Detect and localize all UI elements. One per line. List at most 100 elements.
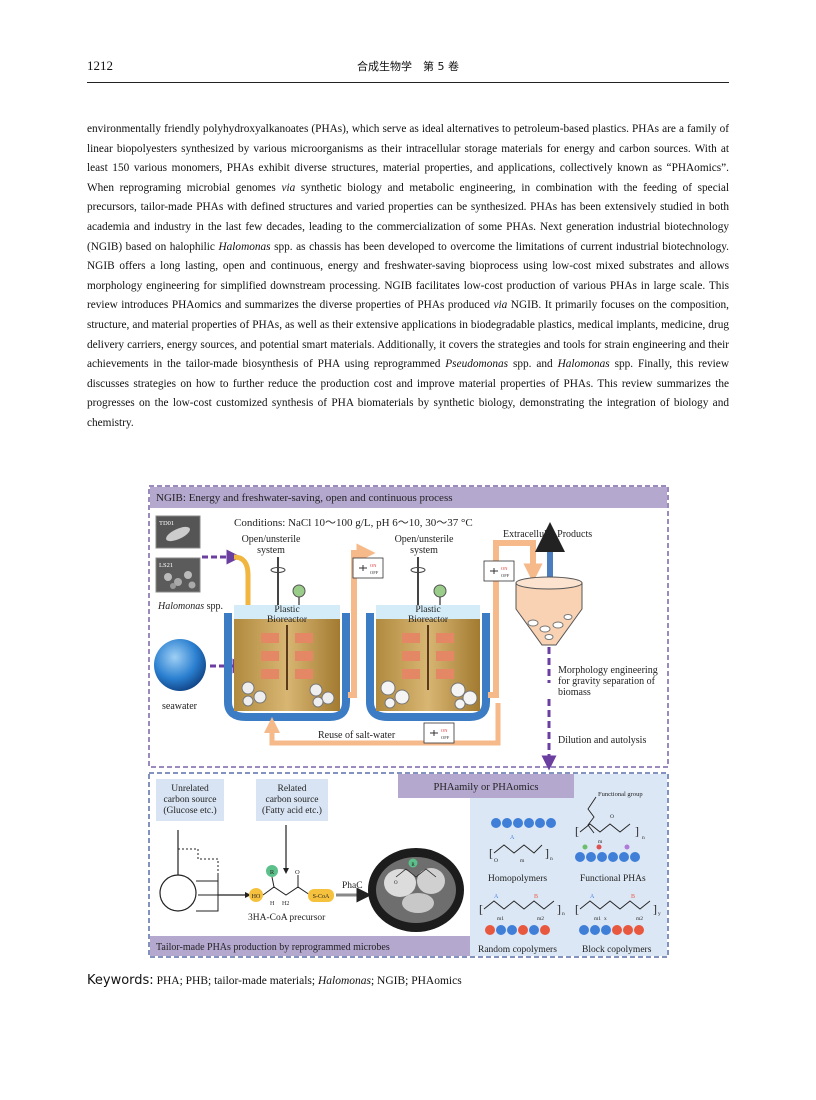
unrelated-line1: Unrelated bbox=[171, 784, 209, 794]
reactor1-bioreactor-label: Bioreactor bbox=[267, 615, 308, 625]
page-header: 1212 合成生物学 第 5 卷 bbox=[87, 56, 729, 83]
svg-text:]: ] bbox=[557, 902, 561, 916]
reuse-saltwater-label: Reuse of salt-water bbox=[318, 730, 396, 741]
abstract-text: environmentally friendly polyhydroxyalka… bbox=[87, 120, 729, 434]
homopolymer-m-label: m bbox=[520, 858, 525, 864]
precursor-scoa-label: S-CoA bbox=[313, 894, 330, 900]
precursor-o-label: O bbox=[295, 869, 300, 876]
abstract-run: synthetic biology and metabolic engineer… bbox=[87, 181, 729, 253]
keyword-run: Halomonas bbox=[317, 975, 371, 987]
svg-text:]: ] bbox=[545, 846, 549, 860]
keyword-run: ; NGIB; PHAomics bbox=[370, 975, 462, 987]
journal-title: 合成生物学 第 5 卷 bbox=[357, 60, 459, 73]
valve1-off: OFF bbox=[370, 570, 379, 575]
keywords-line: Keywords: PHA; PHB; tailor-made material… bbox=[87, 973, 462, 988]
abstract-run: Halomonas bbox=[557, 358, 610, 371]
functional-pha-structure: Functional group [] O n m bbox=[575, 791, 645, 862]
page-number: 1212 bbox=[87, 58, 113, 73]
unrelated-line3: (Glucose etc.) bbox=[163, 805, 216, 816]
strain-td01-label: TD01 bbox=[159, 520, 174, 527]
homopolymer-n-label: n bbox=[550, 856, 553, 862]
related-line1: Related bbox=[277, 784, 306, 794]
reactor1-system-label: system bbox=[257, 545, 285, 556]
block-copolymers-label: Block copolymers bbox=[582, 945, 652, 955]
keywords-items: PHA; PHB; tailor-made materials; Halomon… bbox=[157, 975, 462, 987]
abstract-run: environmentally friendly polyhydroxyalka… bbox=[87, 123, 729, 194]
block-copolymer-structure: A B [] m1 x m2 y bbox=[575, 894, 661, 935]
seawater-label: seawater bbox=[162, 701, 198, 712]
halomonas-label: Halomonas spp. bbox=[157, 601, 223, 612]
conditions-text: Conditions: NaCl 10～100 g/L, pH 6～10, 30… bbox=[234, 517, 473, 529]
reactor1-plastic-label: Plastic bbox=[274, 605, 299, 615]
svg-text:[: [ bbox=[479, 902, 483, 916]
precursor-ho-label: HO bbox=[252, 894, 261, 900]
functional-n-label: n bbox=[642, 835, 645, 841]
block-a-label: A bbox=[590, 894, 595, 900]
abstract-run: spp. as chassis has been developed to ov… bbox=[87, 240, 729, 312]
abstract-run: via bbox=[493, 299, 508, 312]
keyword-run: PHA; PHB; tailor-made materials; bbox=[156, 975, 318, 987]
abstract-run: Pseudomonas bbox=[445, 358, 509, 371]
svg-text:]: ] bbox=[653, 902, 657, 916]
abstract-run: NGIB. It primarily focuses on the compos… bbox=[87, 299, 729, 371]
svg-text:]: ] bbox=[635, 824, 639, 838]
pha-family-label: PHAamily or PHAomics bbox=[434, 782, 539, 793]
valve3-on: ON bbox=[441, 728, 448, 733]
random-m2-label: m2 bbox=[537, 916, 544, 922]
abstract-run: spp. and bbox=[508, 358, 558, 371]
graphical-abstract-figure: NGIB: Energy and freshwater-saving, open… bbox=[148, 485, 669, 958]
svg-text:[: [ bbox=[575, 902, 579, 916]
morphology-line1: Morphology engineering bbox=[558, 665, 658, 676]
micrograph-r-label: R bbox=[411, 863, 415, 868]
svg-text:[: [ bbox=[575, 824, 579, 838]
functional-o-label: O bbox=[610, 814, 614, 820]
random-copolymer-structure: A B [] m1 m2 n bbox=[479, 894, 565, 935]
bottom-banner-text: Tailor-made PHAs production by reprogram… bbox=[156, 942, 390, 953]
homopolymer-o-label: O bbox=[494, 858, 498, 864]
reactor2-plastic-label: Plastic bbox=[415, 605, 440, 615]
functional-phas-label: Functional PHAs bbox=[580, 874, 646, 884]
precursor-h-label: H bbox=[270, 901, 275, 907]
strain-ls21-label: LS21 bbox=[159, 562, 173, 569]
reactor2-system-label: system bbox=[410, 545, 438, 556]
random-b-label: B bbox=[534, 894, 538, 900]
block-m1-label: m1 bbox=[594, 916, 601, 922]
valve3-off: OFF bbox=[441, 735, 450, 740]
reactor2-open-label: Open/unsterile bbox=[395, 534, 454, 545]
precursor-label: 3HA-CoA precursor bbox=[248, 913, 326, 923]
block-y-label: y bbox=[658, 911, 661, 917]
random-m1-label: m1 bbox=[497, 916, 504, 922]
functional-m-label: m bbox=[598, 839, 603, 845]
reactor1-open-label: Open/unsterile bbox=[242, 534, 301, 545]
valve1-on: ON bbox=[370, 563, 377, 568]
abstract-paragraph: environmentally friendly polyhydroxyalka… bbox=[87, 120, 729, 434]
random-a-label: A bbox=[494, 894, 499, 900]
top-banner-text: NGIB: Energy and freshwater-saving, open… bbox=[156, 492, 453, 504]
keywords-label: Keywords: bbox=[87, 973, 154, 988]
svg-text:[: [ bbox=[489, 846, 493, 860]
reactor2-bioreactor-label: Bioreactor bbox=[408, 615, 449, 625]
random-n-label: n bbox=[562, 911, 565, 917]
micrograph-o-label: O bbox=[394, 881, 398, 886]
functional-group-label: Functional group bbox=[598, 791, 643, 798]
block-b-label: B bbox=[631, 894, 635, 900]
precursor-r-label: R bbox=[270, 869, 275, 876]
abstract-run: Halomonas bbox=[218, 240, 271, 253]
block-m2-label: m2 bbox=[636, 916, 643, 922]
phac-label: PhaC bbox=[342, 881, 363, 891]
random-copolymers-label: Random copolymers bbox=[478, 945, 557, 955]
related-line2: carbon source bbox=[265, 795, 318, 805]
morphology-line2: for gravity separation of bbox=[558, 676, 656, 687]
valve2-on: ON bbox=[501, 566, 508, 571]
block-x-label: x bbox=[604, 916, 607, 922]
precursor-h2-label: H2 bbox=[282, 901, 289, 907]
valve2-off: OFF bbox=[501, 573, 510, 578]
dilution-label: Dilution and autolysis bbox=[558, 735, 646, 746]
homopolymers-label: Homopolymers bbox=[488, 874, 547, 884]
homopolymer-structure: A [] O m n bbox=[489, 818, 556, 864]
related-line3: (Fatty acid etc.) bbox=[262, 805, 322, 816]
seawater-globe bbox=[154, 639, 206, 691]
abstract-run: spp. Finally, this review discusses stra… bbox=[87, 358, 729, 429]
morphology-line3: biomass bbox=[558, 687, 591, 698]
homopolymer-a-label: A bbox=[510, 835, 515, 841]
